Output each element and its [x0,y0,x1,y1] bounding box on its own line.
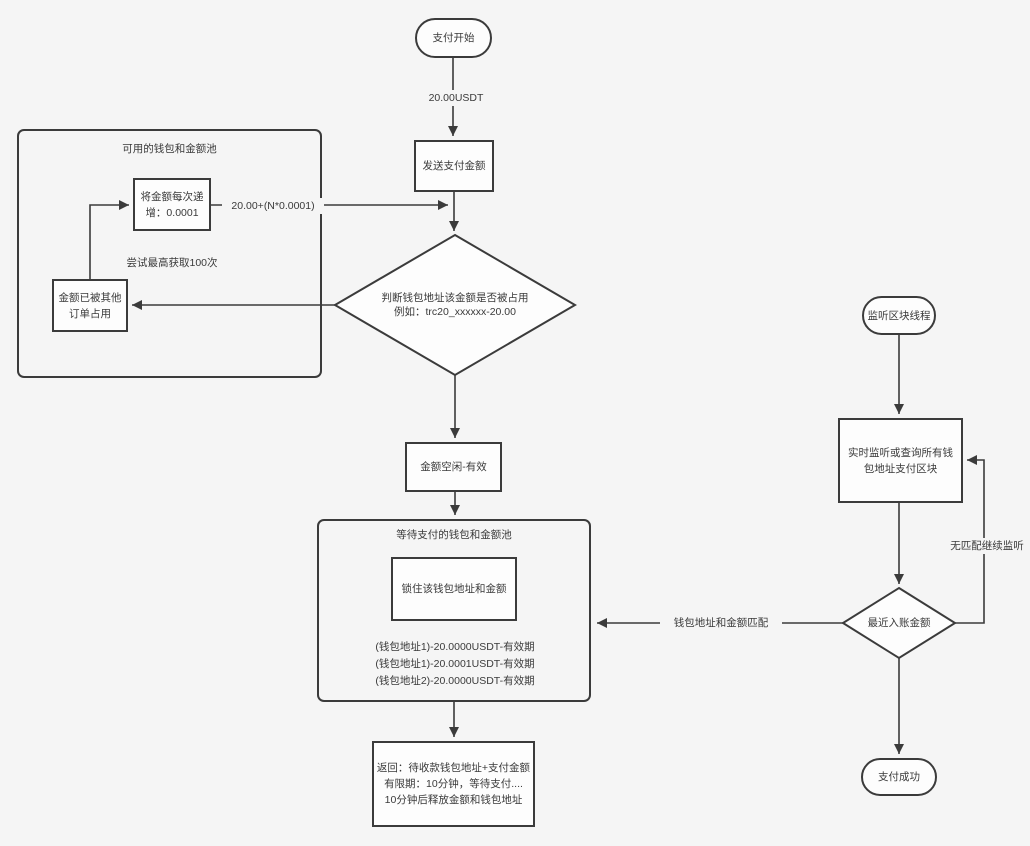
pool-entry-list: (钱包地址1)-20.0000USDT-有效期 (钱包地址1)-20.0001U… [329,639,581,690]
edge-label-no-match: 无匹配继续监听 [941,538,1030,554]
return-result-node: 返回：待收款钱包地址+支付金额 有限期：10分钟，等待支付.... 10分钟后释… [372,741,535,827]
send-amount-label: 发送支付金额 [422,160,486,172]
occupied-node: 金额已被其他订单占用 [52,279,128,332]
retry-note: 尝试最高获取100次 [126,257,218,269]
lock-label: 锁住该钱包地址和金额 [401,583,507,595]
increment-node: 将金额每次递增：0.0001 [133,178,211,231]
return-line2: 有限期：10分钟，等待支付.... [384,778,523,790]
occupied-label: 金额已被其他订单占用 [58,291,122,320]
decision-recent-amount-text: 最近入账金额 [867,617,931,629]
payment-success-label: 支付成功 [878,771,920,783]
pool-entry: (钱包地址1)-20.0000USDT-有效期 [375,641,535,653]
send-amount-node: 发送支付金额 [414,140,494,192]
return-line1: 返回：待收款钱包地址+支付金额 [376,762,531,774]
decision-amount-occupied-text: 判断钱包地址该金额是否被占用 例如：trc20_xxxxxx-20.00 [345,291,565,319]
waiting-pool-container [317,519,591,702]
lock-node: 锁住该钱包地址和金额 [391,557,517,621]
payment-success-node: 支付成功 [861,758,937,796]
monitor-blocks-node: 实时监听或查询所有钱包地址支付区块 [838,418,963,503]
waiting-pool-title: 等待支付的钱包和金额池 [396,529,512,541]
pool-entry: (钱包地址2)-20.0000USDT-有效期 [375,675,535,687]
start-node: 支付开始 [415,18,492,58]
edge-label-wallet-amount-match: 钱包地址和金额匹配 [660,615,782,631]
decision-line1: 判断钱包地址该金额是否被占用 [381,292,529,304]
edge-label-payment-amount: 20.00USDT [413,90,499,106]
decision-line2: 例如：trc20_xxxxxx-20.00 [394,306,516,318]
listen-thread-label: 监听区块线程 [867,309,931,322]
amount-free-label: 金额空闲-有效 [420,461,487,473]
edge-label-increment-formula: 20.00+(N*0.0001) [222,198,324,214]
increment-label: 将金额每次递增：0.0001 [140,190,204,219]
available-pool-title: 可用的钱包和金额池 [122,143,217,155]
available-pool-container [17,129,322,378]
return-line3: 10分钟后释放金额和钱包地址 [384,794,523,806]
listen-thread-node: 监听区块线程 [862,296,936,335]
start-label: 支付开始 [432,32,475,44]
amount-free-node: 金额空闲-有效 [405,442,502,492]
pool-entry: (钱包地址1)-20.0001USDT-有效期 [375,658,535,670]
monitor-blocks-label: 实时监听或查询所有钱包地址支付区块 [848,446,953,475]
